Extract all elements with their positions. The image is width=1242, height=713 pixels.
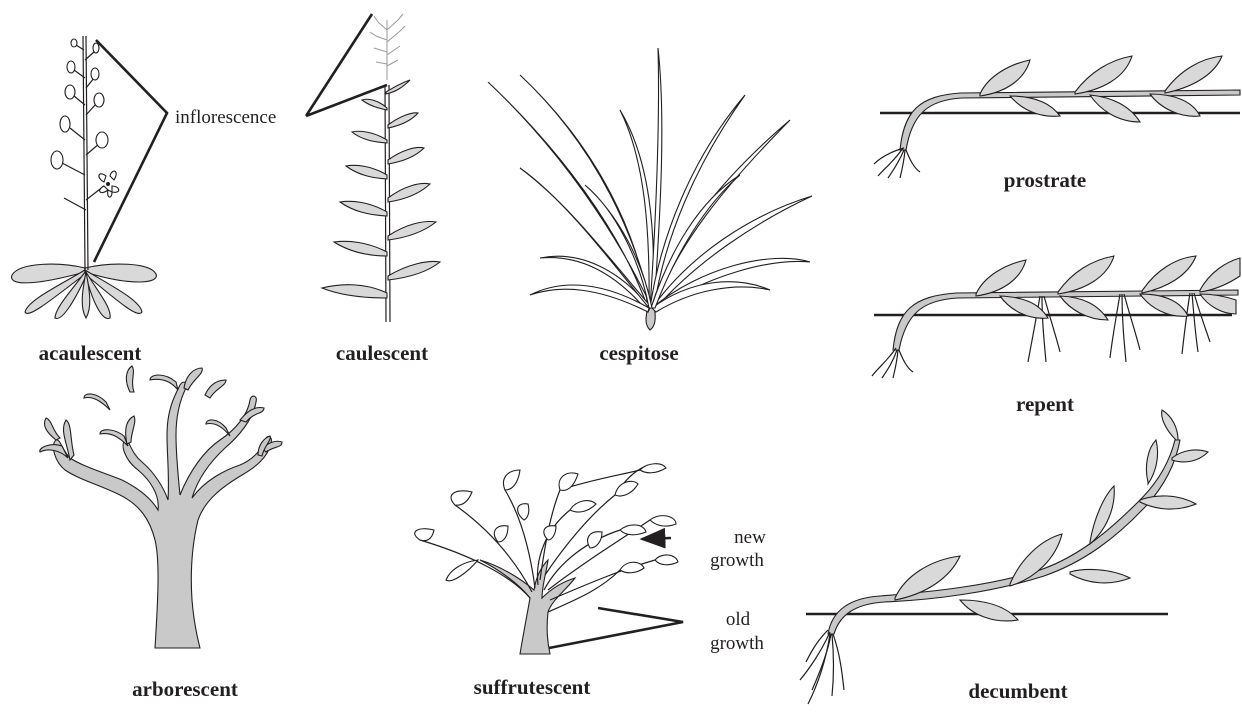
tree-trunk-and-branches (53, 382, 271, 648)
inflorescence-buds (51, 39, 108, 210)
decumbent-plant (800, 410, 1208, 704)
old-growth-label-line1: old (726, 609, 751, 630)
suffrutescent-plant (415, 464, 683, 654)
cespitose-plant (488, 48, 812, 330)
old-growth-label-line2: growth (710, 633, 764, 654)
cespitose-label: cespitose (599, 341, 678, 365)
flower-icon (99, 171, 119, 197)
new-growth-arrow (642, 538, 671, 539)
prostrate-stem (900, 90, 1240, 150)
grass-blades (488, 48, 812, 312)
inflorescence-label: inflorescence (175, 107, 276, 128)
arborescent-label: arborescent (132, 677, 238, 701)
rosette-leaves (12, 264, 157, 318)
caulescent-stem (385, 85, 390, 322)
inflorescence-pointer-left (94, 40, 167, 262)
decumbent-leaves (895, 410, 1208, 621)
repent-plant (872, 256, 1240, 378)
caulescent-label: caulescent (336, 341, 428, 365)
acaulescent-label: acaulescent (39, 341, 142, 365)
acaulescent-plant (12, 36, 167, 318)
flower-stalk (83, 36, 88, 270)
prostrate-label: prostrate (1004, 168, 1086, 192)
decumbent-label: decumbent (968, 679, 1067, 703)
new-growth-label-line1: new (734, 527, 766, 548)
new-growth-label-line2: growth (710, 550, 764, 571)
prostrate-plant (874, 56, 1240, 178)
caulescent-plant (306, 14, 440, 322)
repent-leaves (976, 256, 1240, 320)
old-growth-pointer (549, 608, 683, 648)
repent-label: repent (1016, 392, 1074, 416)
caulescent-inflorescence (370, 14, 405, 80)
arborescent-plant (40, 366, 282, 648)
caulescent-leaves (322, 80, 440, 298)
prostrate-roots (874, 148, 920, 178)
decumbent-roots (800, 630, 844, 704)
suffrutescent-label: suffrutescent (474, 675, 591, 699)
decumbent-stem (828, 440, 1180, 634)
